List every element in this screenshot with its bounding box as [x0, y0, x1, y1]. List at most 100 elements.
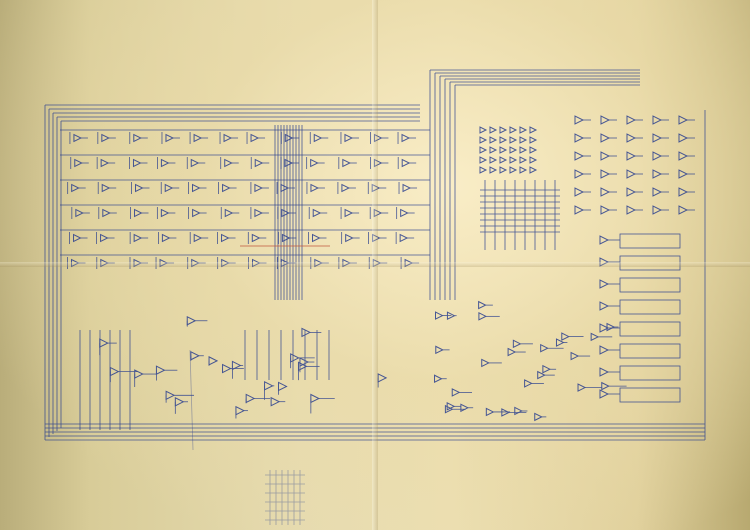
logic-gate — [534, 412, 543, 422]
logic-gate — [529, 146, 538, 154]
logic-gate — [479, 166, 488, 174]
logic-gate — [489, 146, 498, 154]
logic-gate — [342, 158, 351, 168]
logic-gate — [208, 356, 219, 366]
logic-gate — [159, 258, 169, 268]
component-block — [619, 255, 681, 271]
logic-gate — [290, 353, 300, 363]
logic-gate — [451, 388, 461, 397]
logic-gate — [444, 404, 454, 414]
logic-gate — [652, 187, 663, 197]
logic-gate — [301, 327, 312, 338]
logic-gate — [626, 205, 637, 215]
logic-gate — [600, 115, 611, 125]
logic-gate — [109, 366, 120, 377]
logic-gate — [100, 158, 110, 168]
logic-gate — [299, 357, 310, 367]
logic-gate — [600, 169, 611, 179]
logic-gate — [489, 126, 498, 134]
logic-gate — [224, 208, 234, 218]
logic-gate — [71, 258, 80, 268]
logic-gate — [519, 166, 528, 174]
logic-gate — [577, 383, 587, 392]
logic-gate — [191, 258, 200, 268]
logic-gate — [479, 136, 488, 144]
logic-gate — [599, 367, 610, 377]
logic-gate — [574, 151, 585, 161]
paper-fold-vertical — [372, 0, 378, 530]
logic-gate — [652, 169, 663, 179]
logic-gate — [519, 156, 528, 164]
logic-gate — [574, 133, 585, 143]
logic-gate — [626, 115, 637, 125]
logic-gate — [71, 183, 80, 193]
logic-gate — [514, 406, 523, 416]
logic-gate — [501, 408, 510, 417]
logic-gate — [499, 166, 508, 174]
logic-gate — [250, 133, 260, 143]
logic-gate — [278, 381, 288, 392]
logic-gate — [193, 133, 203, 143]
component-block — [619, 299, 681, 315]
logic-gate — [284, 158, 294, 168]
logic-gate — [371, 183, 381, 193]
logic-array-left — [60, 129, 430, 269]
logic-gate — [524, 379, 533, 388]
logic-gate — [600, 187, 611, 197]
logic-gate — [540, 343, 549, 353]
logic-gate — [313, 133, 323, 143]
logic-gate — [134, 208, 143, 218]
logic-gate — [600, 133, 611, 143]
logic-gate — [435, 311, 444, 320]
logic-gate — [342, 258, 351, 268]
logic-gate — [73, 133, 83, 143]
logic-gate — [345, 233, 354, 243]
logic-gate — [509, 126, 518, 134]
logic-gate — [160, 158, 170, 168]
logic-gate — [400, 208, 409, 218]
logic-gate — [281, 208, 290, 218]
logic-gate — [372, 258, 382, 268]
logic-gate — [99, 338, 109, 348]
logic-gate — [509, 136, 518, 144]
logic-gate — [135, 183, 144, 193]
bus-lines — [44, 69, 706, 441]
logic-gate — [460, 403, 469, 413]
logic-gate — [599, 279, 610, 289]
logic-gate — [165, 390, 176, 401]
logic-gate — [626, 169, 637, 179]
paper-fold-horizontal — [0, 262, 750, 267]
logic-gate — [404, 258, 414, 268]
logic-gate — [174, 396, 185, 407]
logic-gate — [402, 183, 412, 193]
logic-gate — [155, 365, 166, 376]
logic-gate — [519, 146, 528, 154]
logic-gate — [599, 323, 610, 333]
logic-gate — [601, 381, 610, 391]
logic-gate — [133, 133, 142, 143]
component-block — [619, 387, 681, 403]
logic-gate — [435, 345, 444, 355]
wire — [189, 349, 194, 451]
logic-gate — [100, 233, 109, 243]
logic-gate — [224, 158, 233, 168]
logic-gate — [519, 136, 528, 144]
logic-gate — [192, 208, 201, 218]
logic-gate — [561, 332, 570, 341]
logic-gate — [186, 315, 197, 326]
logic-gate — [251, 233, 261, 243]
logic-gate — [555, 338, 565, 347]
logic-gate — [245, 393, 256, 404]
logic-array-bottom — [79, 300, 627, 430]
logic-gate — [280, 183, 290, 193]
logic-gate — [341, 183, 351, 193]
logic-gate — [678, 187, 689, 197]
logic-gate — [478, 300, 487, 310]
logic-gate — [542, 364, 551, 374]
logic-gate — [165, 133, 175, 143]
logic-gate — [101, 183, 111, 193]
component-block — [619, 343, 681, 359]
logic-gate — [133, 233, 143, 243]
